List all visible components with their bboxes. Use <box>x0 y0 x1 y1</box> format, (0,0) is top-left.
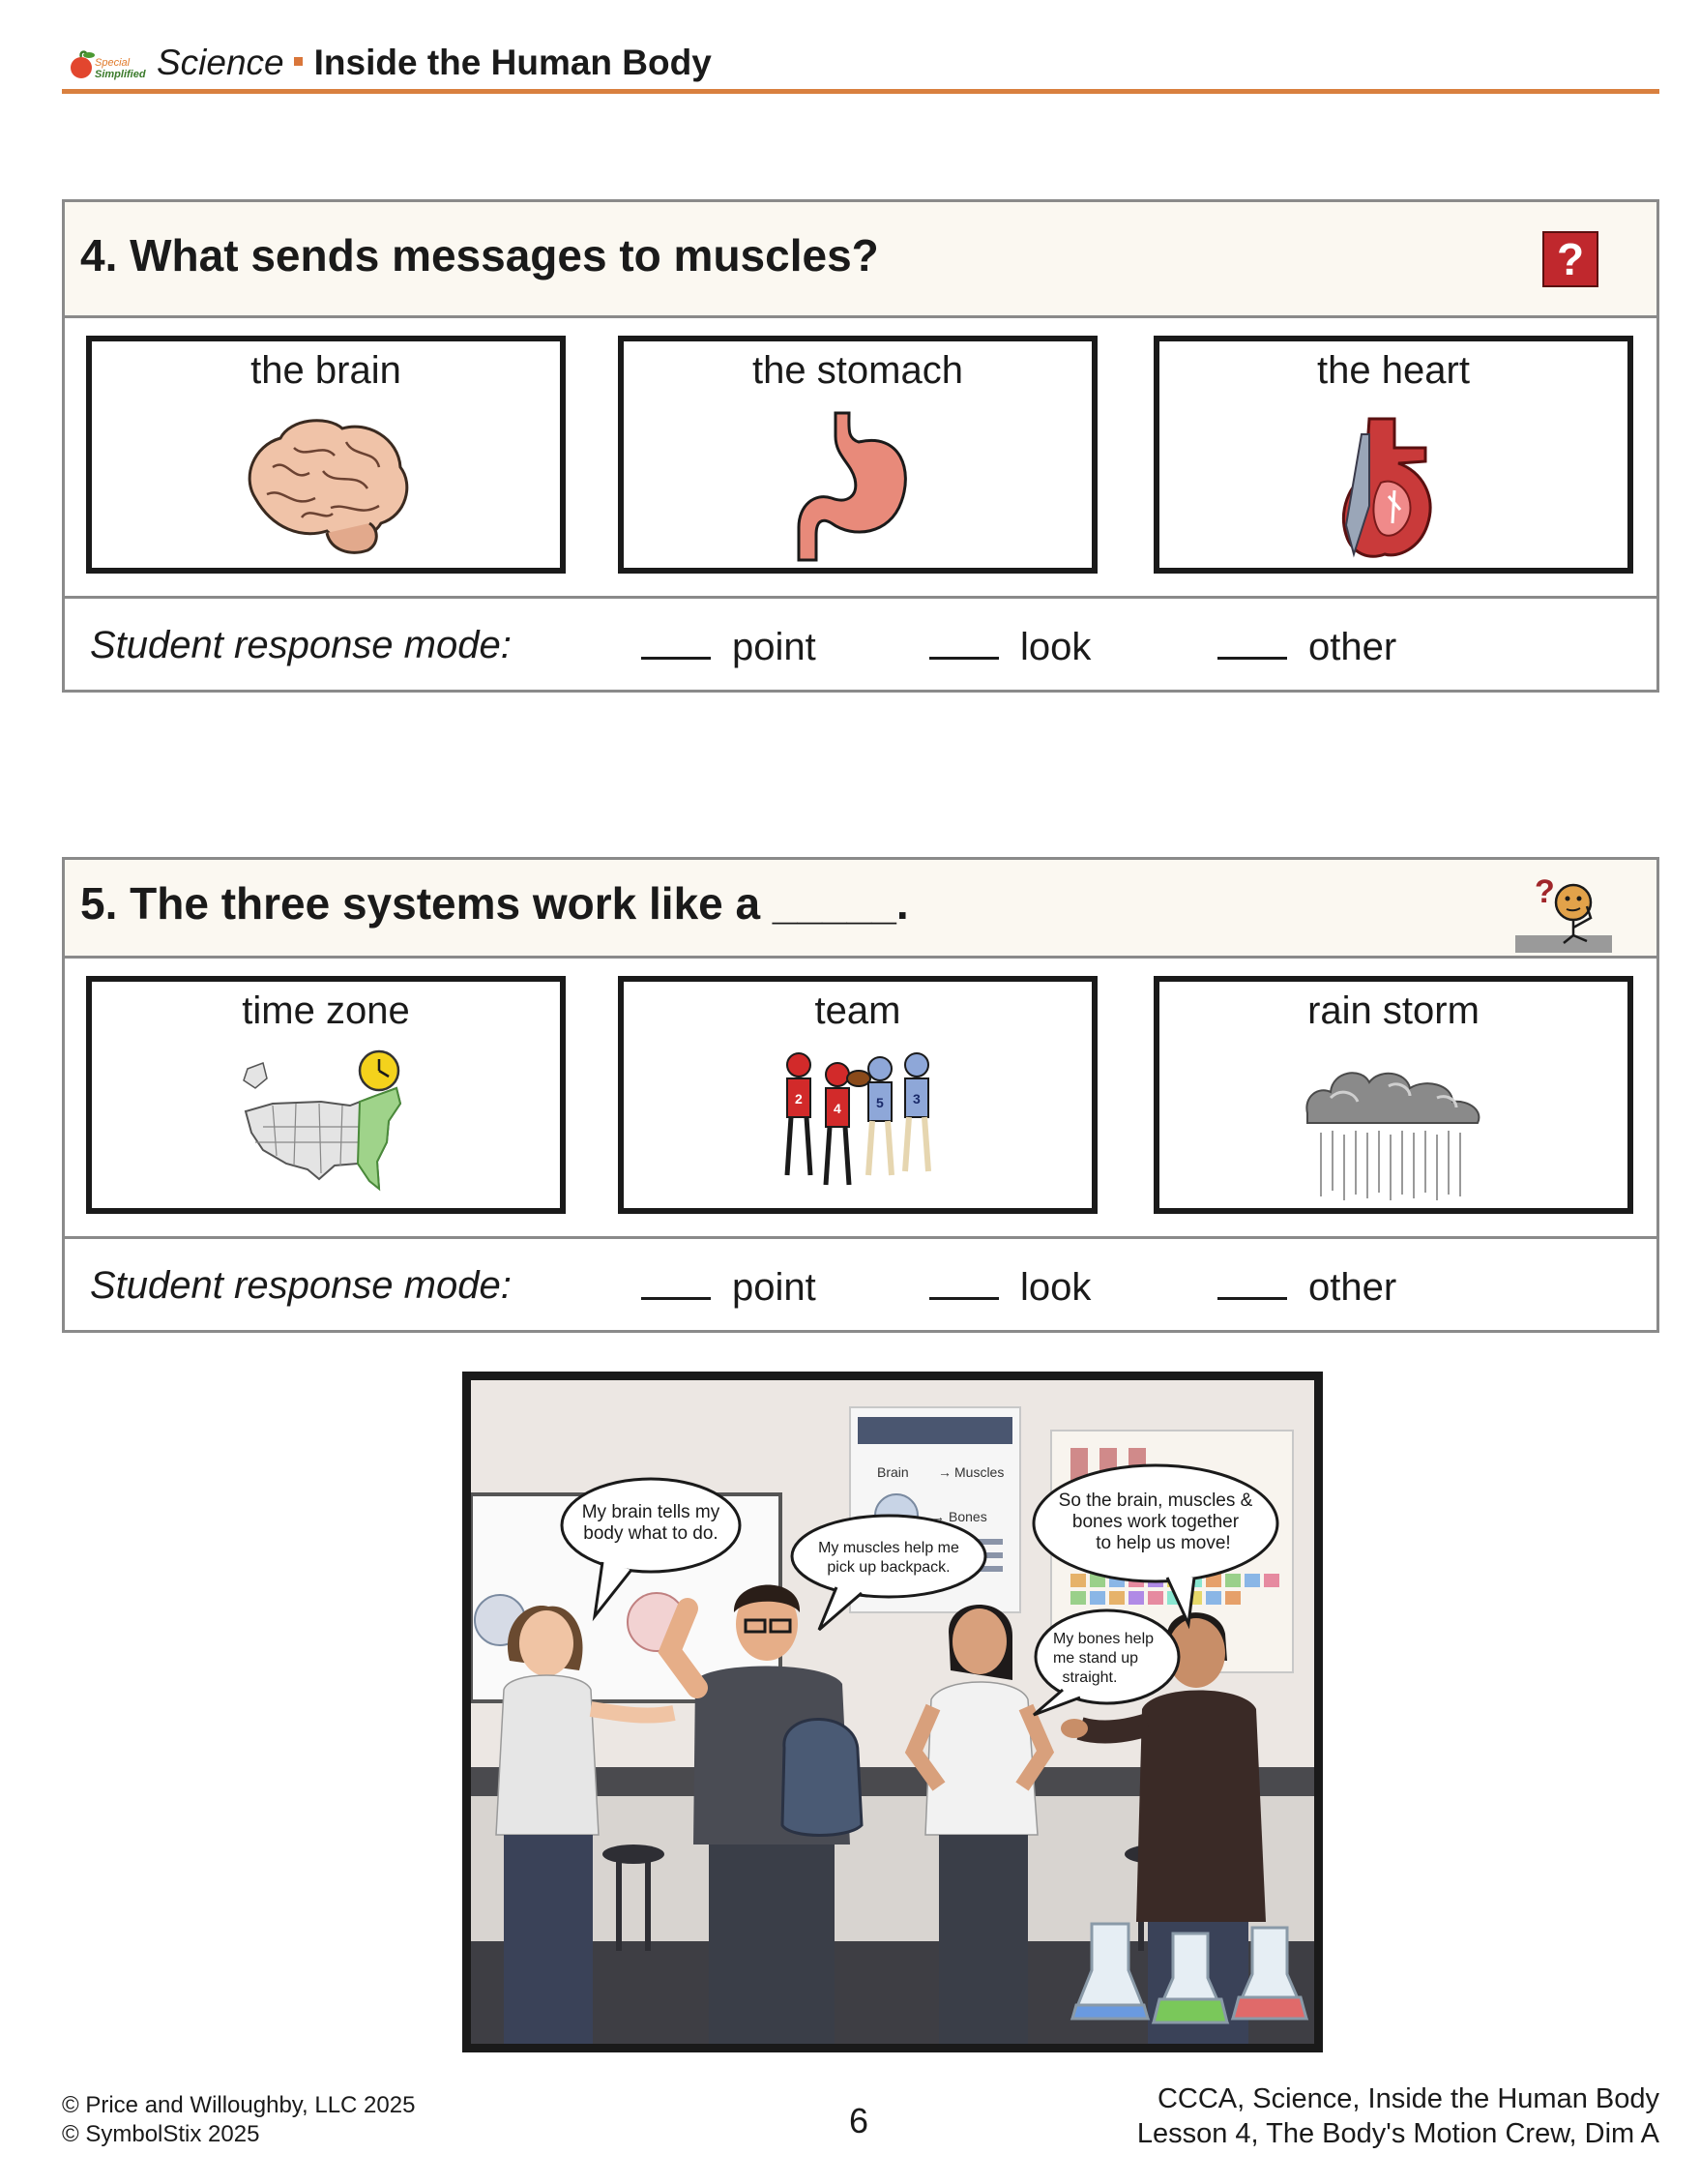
svg-text:4: 4 <box>834 1101 841 1116</box>
question-4-choices: the brain the stomach the heart <box>65 318 1656 599</box>
response-option-point[interactable]: point <box>641 1264 816 1310</box>
copyright-price-willoughby: © Price and Willoughby, LLC 2025 <box>62 2092 416 2118</box>
choice-rain-storm[interactable]: rain storm <box>1154 976 1633 1214</box>
bubble-text: My brain tells my <box>582 1502 720 1522</box>
choice-team[interactable]: team 2 4 5 3 <box>618 976 1098 1214</box>
response-blank[interactable] <box>929 624 999 660</box>
response-blank[interactable] <box>641 1264 711 1300</box>
question-5-response-mode: Student response mode: point look other <box>65 1239 1656 1332</box>
bubble-text: My muscles help me <box>818 1540 959 1556</box>
choice-the-brain[interactable]: the brain <box>86 336 566 574</box>
response-blank[interactable] <box>929 1264 999 1300</box>
poster-brain-label: Brain <box>877 1464 909 1480</box>
choice-label: the stomach <box>752 349 963 392</box>
response-option-label: point <box>732 626 816 668</box>
student-man-backpack <box>658 1584 864 2044</box>
bubble-text: bones work together <box>1072 1512 1240 1532</box>
speech-bubble-muscles: My muscles help me pick up backpack. <box>790 1514 987 1632</box>
response-mode-label: Student response mode: <box>90 1264 512 1307</box>
response-blank[interactable] <box>641 624 711 660</box>
poster-arrow: → <box>938 1464 952 1480</box>
svg-text:?: ? <box>1557 234 1584 284</box>
choice-the-heart[interactable]: the heart <box>1154 336 1633 574</box>
choice-time-zone[interactable]: time zone <box>86 976 566 1214</box>
svg-text:?: ? <box>1535 873 1555 910</box>
page-header: Special Simplified Science Inside the Hum… <box>62 35 1659 95</box>
stomach-icon <box>797 411 907 562</box>
speech-bubble-bones: My bones help me stand up straight. <box>1033 1608 1181 1717</box>
response-blank[interactable] <box>1217 624 1287 660</box>
footer-copyright: © Price and Willoughby, LLC 2025 © Symbo… <box>62 2091 415 2149</box>
bubble-text: So the brain, muscles & <box>1059 1490 1253 1511</box>
poster-bones-label: Bones <box>949 1509 987 1524</box>
response-option-other[interactable]: other <box>1217 1264 1396 1310</box>
question-4-header: 4. What sends messages to muscles? ? <box>65 202 1656 318</box>
bubble-text: straight. <box>1063 1669 1118 1686</box>
footer-course-info: CCCA, Science, Inside the Human Body Les… <box>1137 2081 1659 2151</box>
response-option-label: look <box>1020 626 1092 668</box>
speech-bubble-together: So the brain, muscles & bones work toget… <box>1032 1463 1279 1630</box>
bubble-text: me stand up <box>1053 1650 1138 1667</box>
classroom-comic-illustration: Brain → Muscles → Bones <box>462 1372 1323 2052</box>
response-option-label: other <box>1308 1266 1397 1309</box>
student-woman-center <box>904 1604 1055 2044</box>
header-unit-title: Inside the Human Body <box>313 43 712 82</box>
choice-label: the heart <box>1317 349 1470 392</box>
bubble-text: body what to do. <box>583 1523 718 1544</box>
question-4-card: 4. What sends messages to muscles? ? the… <box>62 199 1659 693</box>
svg-text:3: 3 <box>913 1091 921 1107</box>
speech-bubble-brain: My brain tells my body what to do. <box>560 1477 742 1622</box>
bubble-text: pick up backpack. <box>827 1559 950 1576</box>
question-4-prompt: 4. What sends messages to muscles? <box>80 230 879 280</box>
svg-text:Simplified: Simplified <box>95 69 146 80</box>
student-woman-left <box>495 1606 676 2044</box>
question-5-header: 5. The three systems work like a _____. … <box>65 860 1656 959</box>
response-option-label: look <box>1020 1266 1092 1309</box>
svg-text:2: 2 <box>795 1091 803 1107</box>
response-option-other[interactable]: other <box>1217 624 1396 669</box>
response-mode-label: Student response mode: <box>90 624 512 666</box>
choice-label: time zone <box>242 989 410 1032</box>
bubble-text: My bones help <box>1053 1631 1154 1647</box>
response-blank[interactable] <box>1217 1264 1287 1300</box>
choice-label: team <box>814 989 901 1032</box>
question-mark-icon: ? <box>1542 231 1598 287</box>
svg-text:5: 5 <box>876 1095 884 1110</box>
question-5-card: 5. The three systems work like a _____. … <box>62 857 1659 1333</box>
question-5-choices: time zone team 2 4 <box>65 959 1656 1239</box>
question-4-response-mode: Student response mode: point look other <box>65 599 1656 692</box>
comic-scene: Brain → Muscles → Bones <box>471 1380 1314 2044</box>
brain-icon <box>248 419 409 554</box>
question-5-prompt: 5. The three systems work like a _____. <box>80 878 909 929</box>
choice-label: the brain <box>250 349 401 392</box>
heart-icon <box>1341 417 1432 558</box>
header-rule <box>62 89 1659 94</box>
header-separator-dot <box>293 57 303 67</box>
time-zone-map-icon <box>243 1049 402 1192</box>
rain-storm-icon <box>1305 1072 1480 1200</box>
response-option-label: point <box>732 1266 816 1309</box>
choice-the-stomach[interactable]: the stomach <box>618 336 1098 574</box>
svg-text:Special: Special <box>95 57 131 69</box>
bubble-text: to help us move! <box>1096 1533 1230 1553</box>
footer-lesson: Lesson 4, The Body's Motion Crew, Dim A <box>1136 2118 1659 2149</box>
specialed-simplified-logo: Special Simplified <box>71 50 146 80</box>
header-subject: Science <box>157 43 284 82</box>
copyright-symbolstix: © SymbolStix 2025 <box>62 2121 260 2147</box>
response-option-look[interactable]: look <box>929 1264 1091 1310</box>
response-option-label: other <box>1308 626 1397 668</box>
team-icon: 2 4 5 3 <box>784 1052 931 1186</box>
footer-course: CCCA, Science, Inside the Human Body <box>1157 2083 1659 2114</box>
poster-muscles-label: Muscles <box>954 1464 1004 1480</box>
header-title-line: Science Inside the Human Body <box>157 39 712 87</box>
response-option-point[interactable]: point <box>641 624 816 669</box>
response-option-look[interactable]: look <box>929 624 1091 669</box>
thinking-person-icon: ? <box>1515 873 1612 953</box>
choice-label: rain storm <box>1307 989 1480 1032</box>
page-number: 6 <box>849 2101 869 2140</box>
